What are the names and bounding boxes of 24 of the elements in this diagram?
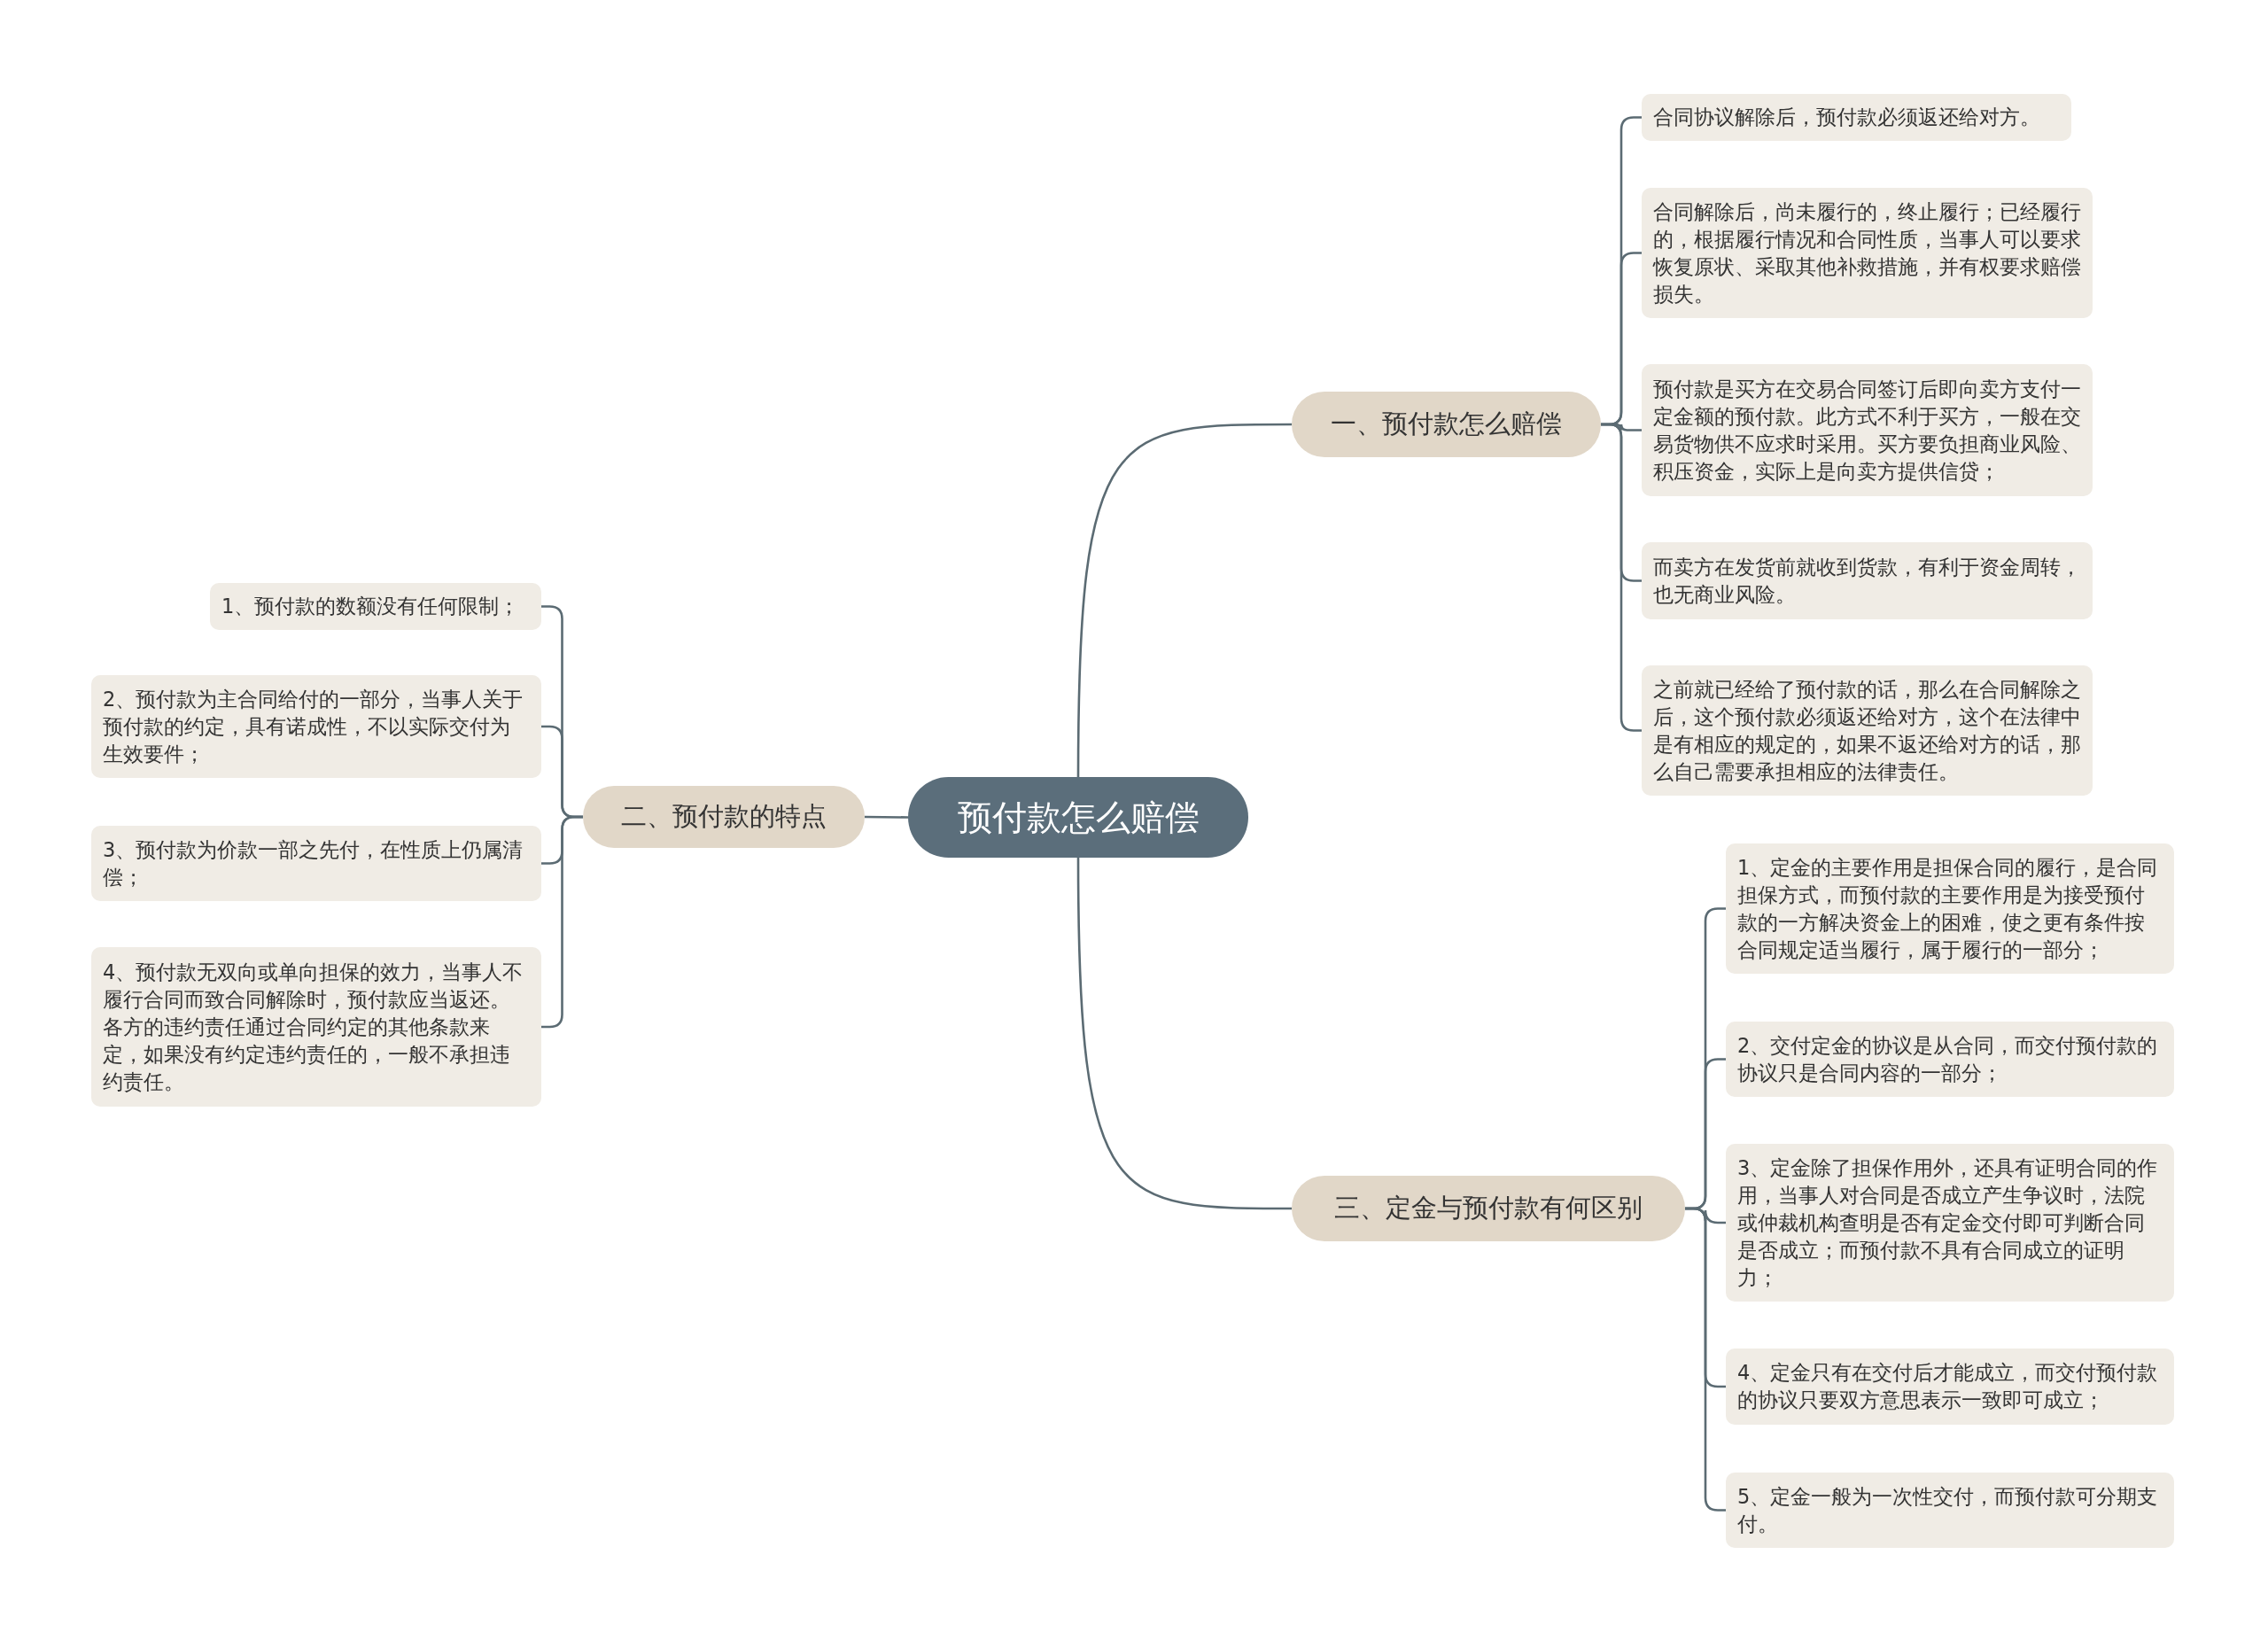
note-box: 4、预付款无双向或单向担保的效力，当事人不履行合同而致合同解除时，预付款应当返还。各方的违约责任通过合同约定的其他条款来定，如果没有约定违约责任的，一般不承担违约责任。 — [91, 947, 541, 1107]
note-box: 3、预付款为价款一部之先付，在性质上仍属清偿； — [91, 826, 541, 901]
note-box: 1、预付款的数额没有任何限制； — [210, 583, 541, 630]
note-box: 1、定金的主要作用是担保合同的履行，是合同担保方式，而预付款的主要作用是为接受预付款的一方解决资金上的困难，使之更有条件按合同规定适当履行，属于履行的一部分； — [1726, 843, 2174, 974]
note-box: 3、定金除了担保作用外，还具有证明合同的作用，当事人对合同是否成立产生争议时，法院或仲裁机构查明是否有定金交付即可判断合同是否成立；而预付款不具有合同成立的证明力； — [1726, 1144, 2174, 1302]
note-box: 之前就已经给了预付款的话，那么在合同解除之后，这个预付款必须返还给对方，这个在法律中是有相应的规定的，如果不返还给对方的话，那么自己需要承担相应的法律责任。 — [1642, 665, 2093, 796]
connector-line — [865, 815, 908, 819]
note-box: 2、预付款为主合同给付的一部分，当事人关于预付款的约定，具有诺成性，不以实际交付为生效要件； — [91, 675, 541, 778]
topic-box: 一、预付款怎么赔偿 — [1292, 392, 1601, 457]
note-box: 而卖方在发货前就收到货款，有利于资金周转，也无商业风险。 — [1642, 542, 2093, 619]
note-box: 2、交付定金的协议是从合同，而交付预付款的协议只是合同内容的一部分； — [1726, 1022, 2174, 1097]
central-topic: 预付款怎么赔偿 — [908, 777, 1248, 858]
connector-line — [1076, 423, 1292, 777]
topic-box: 三、定金与预付款有何区别 — [1292, 1176, 1685, 1241]
connector-line — [1685, 1207, 1726, 1512]
connector-line — [541, 815, 583, 1029]
topic-box: 二、预付款的特点 — [583, 786, 865, 848]
note-box: 合同协议解除后，预付款必须返还给对方。 — [1642, 94, 2071, 141]
connector-line — [1601, 423, 1642, 732]
note-box: 4、定金只有在交付后才能成立，而交付预付款的协议只要双方意思表示一致即可成立； — [1726, 1349, 2174, 1425]
note-box: 预付款是买方在交易合同签订后即向卖方支付一定金额的预付款。此方式不利于买方，一般在交易货物供不应求时采用。买方要负担商业风险、积压资金，实际上是向卖方提供信贷； — [1642, 364, 2093, 496]
note-box: 5、定金一般为一次性交付，而预付款可分期支付。 — [1726, 1473, 2174, 1548]
connector-line — [1076, 858, 1292, 1210]
note-box: 合同解除后，尚未履行的，终止履行；已经履行的，根据履行情况和合同性质，当事人可以要求恢复原状、采取其他补救措施，并有权要求赔偿损失。 — [1642, 188, 2093, 318]
